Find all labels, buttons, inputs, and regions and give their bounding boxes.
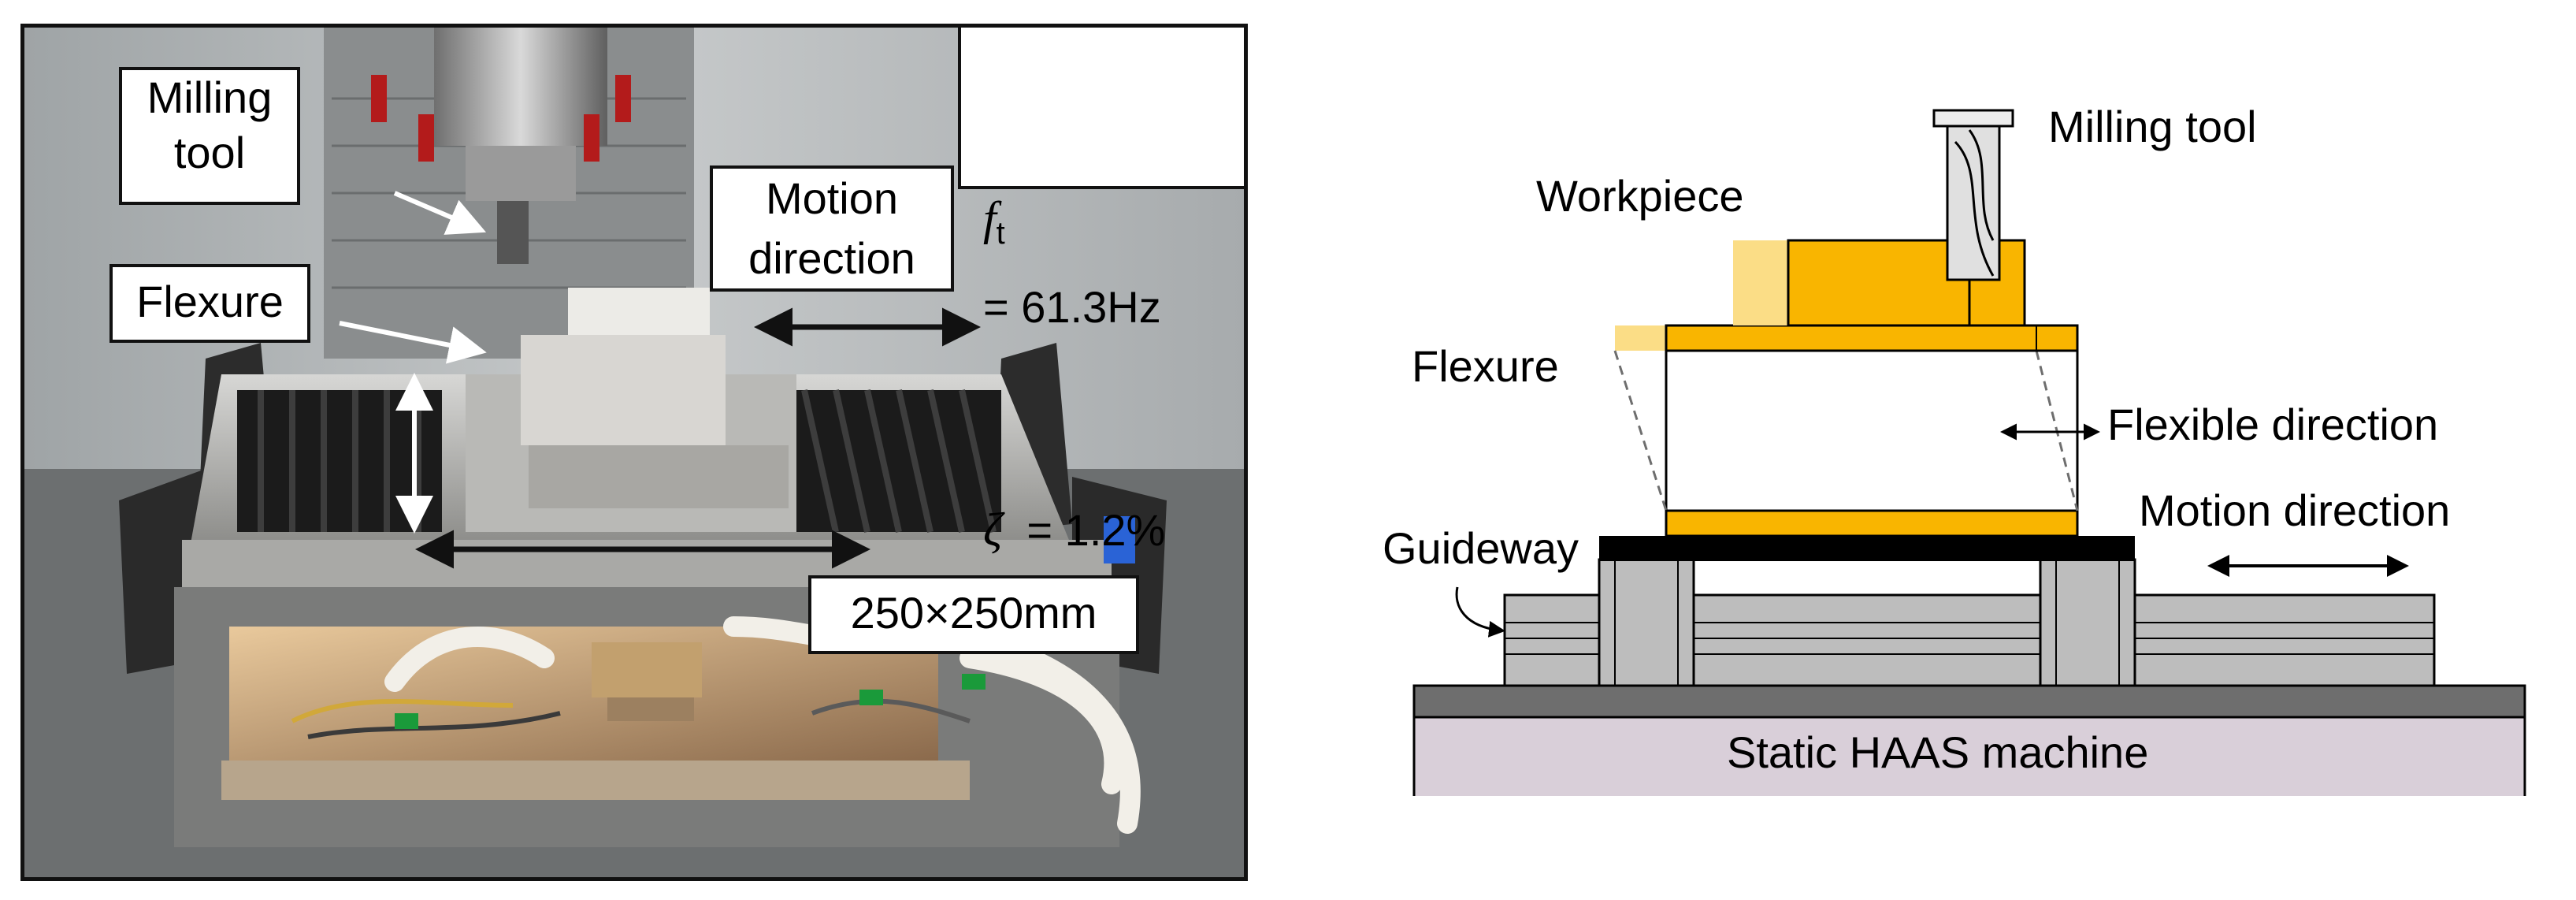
schematic-machine-label: Static HAAS machine — [1727, 727, 2149, 777]
natural-frequency-damping-box: ft = 61.3Hz ζ = 1.2% — [958, 28, 1244, 556]
damping-ratio-value: ζ = 1.2% — [983, 504, 1166, 556]
setup-schematic: Milling tool Workpiece Flexure Flexible … — [1383, 87, 2560, 796]
machine-photo: Milling tool Flexure Motion direction 25… — [20, 24, 1248, 881]
schematic-milling-tool-label: Milling tool — [2048, 102, 2257, 151]
guideway-block-right — [2039, 558, 2136, 687]
machine-top-plate — [1412, 684, 2526, 719]
photo-milling-tool-label: Milling tool — [119, 67, 300, 205]
photo-motion-direction-label: Motion direction — [710, 165, 954, 292]
schematic-workpiece-label: Workpiece — [1536, 171, 1744, 221]
milling-tool-holder — [1932, 109, 2014, 128]
photo-flexure-label: Flexure — [109, 264, 310, 343]
schematic-drawing — [1412, 109, 2526, 796]
schematic-flexible-direction-label: Flexible direction — [2107, 400, 2439, 449]
schematic-motion-direction-label: Motion direction — [2139, 485, 2451, 535]
natural-frequency-value: ft = 61.3Hz — [983, 192, 1161, 333]
table-plate — [1599, 536, 2135, 561]
flexure-top-plate — [1665, 324, 2079, 352]
flexure-base-plate — [1665, 509, 2079, 537]
schematic-flexure-label: Flexure — [1412, 341, 1559, 391]
workpiece-deflected — [1733, 240, 1788, 325]
milling-tool — [1946, 125, 2001, 281]
photo-size-label: 250×250mm — [808, 575, 1139, 654]
schematic-guideway-label: Guideway — [1383, 523, 1579, 573]
guideway-block-left — [1598, 558, 1695, 687]
machine-base — [1412, 716, 2526, 796]
